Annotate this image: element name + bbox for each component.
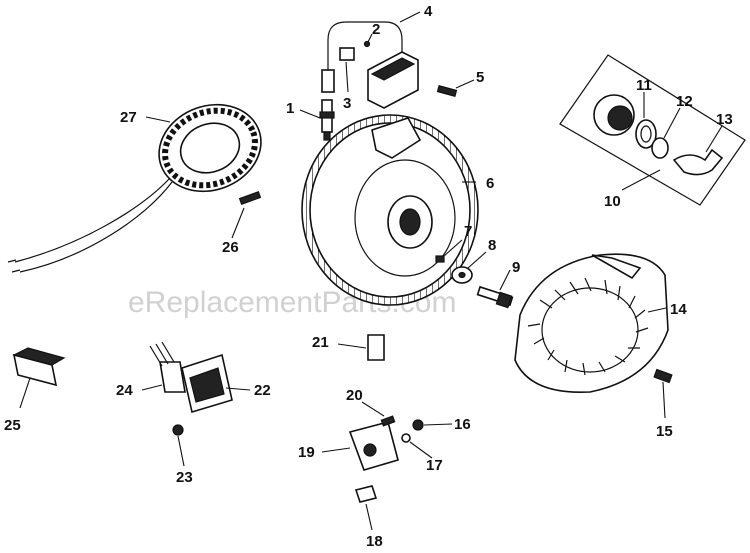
bracket-part (367, 334, 385, 361)
starter-group-part (559, 54, 746, 206)
callout-25: 25 (4, 417, 21, 434)
callout-8: 8 (488, 237, 496, 254)
spark-plug-part (319, 99, 335, 141)
fan-part (514, 253, 669, 394)
rectifier-part (149, 341, 186, 393)
callout-20: 20 (346, 387, 363, 404)
flywheel-bolt-part (476, 285, 514, 309)
solenoid-nut-part (412, 419, 424, 431)
module-clip-part (339, 40, 371, 61)
regulator-part (181, 353, 233, 414)
solenoid-part (348, 415, 399, 471)
callout-14: 14 (670, 301, 687, 318)
callout-27: 27 (120, 109, 137, 126)
callout-13: 13 (716, 111, 733, 128)
callout-4: 4 (424, 3, 433, 20)
callout-17: 17 (426, 457, 443, 474)
solenoid-washer-part (401, 433, 411, 443)
callout-10: 10 (604, 193, 621, 210)
flywheel-washer-part (451, 266, 473, 284)
callout-24: 24 (116, 382, 133, 399)
callout-26: 26 (222, 239, 239, 256)
callout-12: 12 (676, 93, 693, 110)
flywheel-key-part (435, 255, 445, 263)
callout-23: 23 (176, 469, 193, 486)
ignition-module-part (321, 21, 419, 109)
callout-15: 15 (656, 423, 673, 440)
callout-16: 16 (454, 416, 471, 433)
fan-screw-part (653, 368, 673, 384)
connector-part (12, 347, 66, 387)
solenoid-clip-part (354, 485, 378, 503)
callout-11: 11 (636, 77, 652, 94)
flywheel-part (301, 114, 479, 306)
stator-part (7, 103, 262, 273)
callout-9: 9 (512, 259, 520, 276)
callouts: 1 2 3 4 5 6 7 8 9 10 11 12 13 14 15 16 1… (4, 3, 733, 550)
callout-18: 18 (366, 533, 383, 550)
leader-lines (19, 11, 723, 531)
callout-19: 19 (298, 444, 315, 461)
module-bolt-part (436, 85, 458, 97)
callout-6: 6 (486, 175, 494, 192)
callout-21: 21 (312, 334, 329, 351)
callout-7: 7 (464, 223, 472, 240)
callout-5: 5 (476, 69, 484, 86)
regulator-screw-part (172, 424, 184, 436)
callout-22: 22 (254, 382, 271, 399)
callout-3: 3 (343, 95, 351, 112)
stator-screw-part (238, 190, 262, 206)
callout-1: 1 (286, 100, 294, 117)
callout-2: 2 (372, 21, 380, 38)
